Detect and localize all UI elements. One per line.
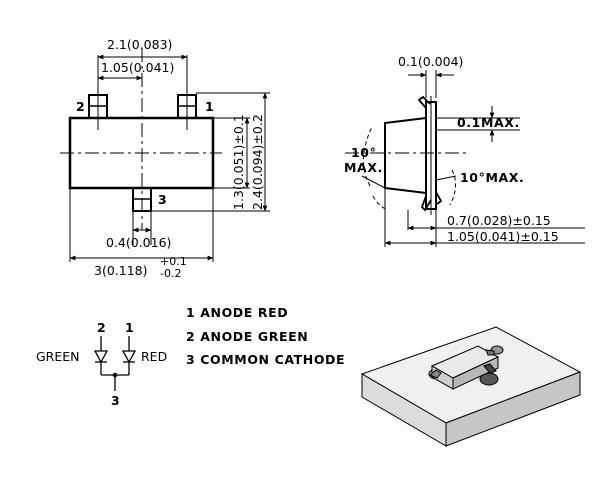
dim-standoff: 0.1MAX. bbox=[457, 115, 520, 130]
side-view bbox=[345, 70, 585, 247]
dim-pitch: 1.05(0.041) bbox=[101, 60, 174, 75]
schematic-label-red: RED bbox=[141, 349, 167, 364]
package-body-side bbox=[384, 116, 427, 195]
diode-green bbox=[93, 350, 109, 364]
pin-label-3: 3 bbox=[158, 192, 167, 207]
dim-body-length-tol-plus: +0.1 bbox=[160, 255, 187, 268]
schematic-pin-1: 1 bbox=[125, 320, 134, 335]
dim-total-height: 2.4(0.094)±0.2 bbox=[250, 114, 265, 210]
dim-lead-span: 1.05(0.041)±0.15 bbox=[447, 229, 559, 244]
schematic-pin-2: 2 bbox=[97, 320, 106, 335]
dim-foot-length: 0.7(0.028)±0.15 bbox=[447, 213, 551, 228]
top-view bbox=[60, 48, 270, 262]
angle-left-line2: MAX. bbox=[344, 160, 383, 175]
dim-body-length: 3(0.118) bbox=[94, 263, 148, 278]
angle-left-line1: 10° bbox=[351, 145, 376, 160]
schematic-symbol bbox=[93, 336, 137, 391]
dim-width-leads: 2.1(0.083) bbox=[107, 37, 172, 52]
diode-red bbox=[121, 350, 137, 364]
dim-body-height: 1.3(0.051)±0.1 bbox=[231, 114, 246, 210]
schematic-label-green: GREEN bbox=[36, 349, 80, 364]
pinout-item-2: 2 ANODE GREEN bbox=[186, 329, 308, 344]
pinout-item-1: 1 ANODE RED bbox=[186, 305, 288, 320]
pinout-list: 1 ANODE RED 2 ANODE GREEN 3 COMMON CATHO… bbox=[186, 305, 345, 367]
schematic-pin-3: 3 bbox=[111, 393, 120, 408]
dim-body-length-tol-minus: -0.2 bbox=[160, 267, 181, 280]
dim-lead-width: 0.4(0.016) bbox=[106, 235, 171, 250]
dim-lead-thickness: 0.1(0.004) bbox=[398, 54, 463, 69]
angle-right: 10°MAX. bbox=[460, 170, 524, 185]
isometric-package-view bbox=[360, 326, 582, 447]
pin-label-2: 2 bbox=[76, 99, 85, 114]
pinout-item-3: 3 COMMON CATHODE bbox=[186, 352, 345, 367]
pin-label-1: 1 bbox=[205, 99, 214, 114]
